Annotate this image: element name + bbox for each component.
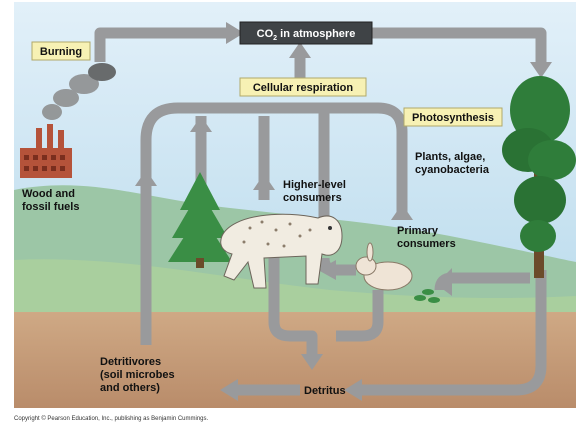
hill-foreground	[14, 259, 576, 318]
smoke-plume	[42, 63, 116, 120]
cellular-respiration-box	[239, 77, 367, 97]
photosynthesis-box	[403, 107, 503, 127]
factory-illustration	[20, 124, 72, 178]
arrow-consumers-to-detritus	[268, 240, 318, 356]
arrow-producers-to-detritus	[362, 270, 547, 396]
burning-box	[31, 41, 91, 61]
copyright-text: Copyright © Pearson Education, Inc., pub…	[14, 415, 209, 422]
cellular-respiration-label: Cellular respiration	[253, 82, 354, 94]
lynx-illustration	[220, 213, 343, 289]
detritus-label: Detritus	[304, 385, 346, 397]
arrow-co2-to-photosynthesis	[372, 27, 547, 62]
pine-tree-illustration	[168, 172, 232, 268]
burning-label: Burning	[40, 46, 82, 58]
plants-label: Plants, algae,cyanobacteria	[415, 151, 490, 176]
arrow-detritivores-to-respiration	[140, 102, 408, 345]
tall-tree-illustration	[502, 76, 576, 278]
arrow-burning-to-co2	[94, 27, 226, 62]
co2-box	[239, 21, 373, 45]
co2-label: CO2 in atmosphere	[257, 28, 356, 42]
photosynthesis-label: Photosynthesis	[412, 112, 494, 124]
arrow-primary-to-detritus	[336, 290, 384, 342]
small-plant-illustration	[414, 289, 440, 303]
carbon-flow-arrows	[94, 22, 552, 401]
rabbit-illustration	[355, 242, 413, 291]
